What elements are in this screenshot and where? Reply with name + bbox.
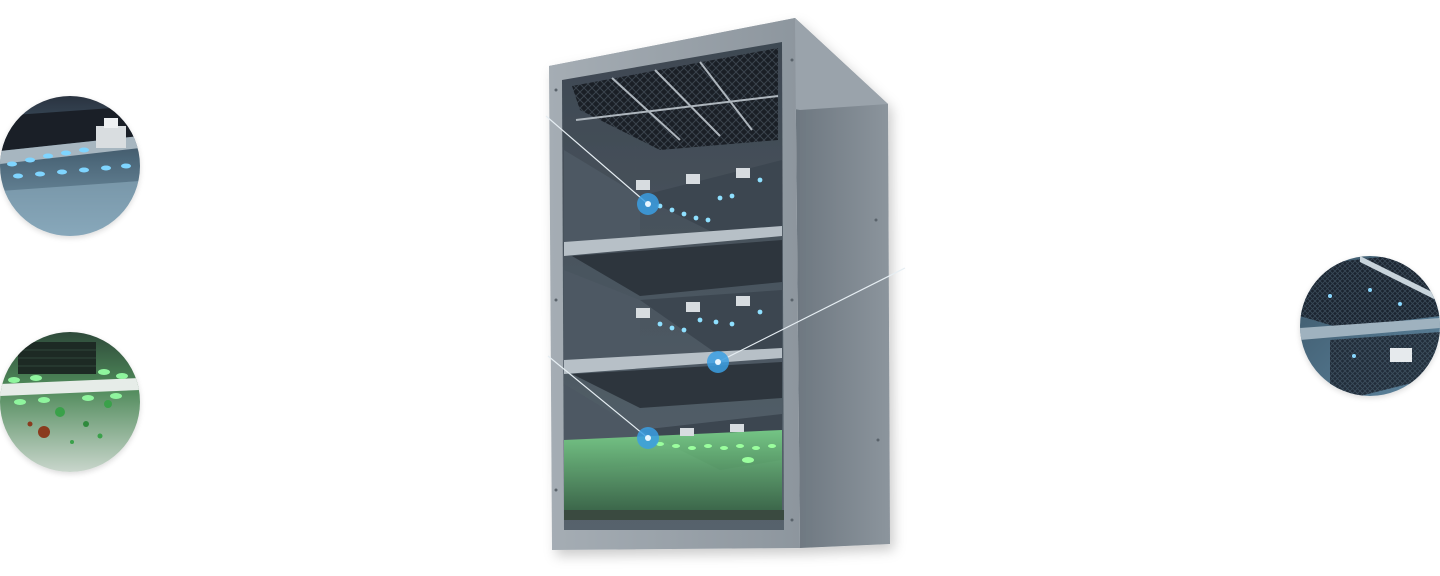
germicidal-chamber-glow — [564, 430, 782, 520]
germicidal-detail-image — [0, 332, 140, 472]
germicidal-led-array — [656, 442, 776, 463]
grille-dividers — [575, 61, 779, 141]
top-filter-grille — [572, 48, 778, 150]
frame-screws — [554, 58, 880, 522]
uv-led-detail-image — [0, 96, 140, 236]
tier1-shelf — [564, 226, 782, 256]
tier2-shelf — [564, 348, 782, 374]
tier2-filter — [572, 362, 782, 408]
callout-markers — [637, 193, 729, 449]
lamp-mounts — [636, 168, 750, 436]
callout-lines — [545, 115, 906, 439]
tier2-right-baffle — [640, 290, 782, 356]
detail-thumbnail-filter-mesh[interactable] — [1300, 256, 1440, 396]
base-rail — [564, 510, 784, 520]
cabinet-side-panel — [795, 18, 890, 548]
detail-thumbnail-germicidal[interactable] — [0, 332, 140, 472]
tier1-left-baffle — [564, 150, 640, 242]
tier1-right-baffle — [640, 160, 782, 236]
tier2-left-baffle — [564, 270, 640, 360]
detail-thumbnail-uv-leds[interactable] — [0, 96, 140, 236]
tier1-filter — [572, 240, 782, 296]
filter-mesh-detail-image — [1300, 256, 1440, 396]
